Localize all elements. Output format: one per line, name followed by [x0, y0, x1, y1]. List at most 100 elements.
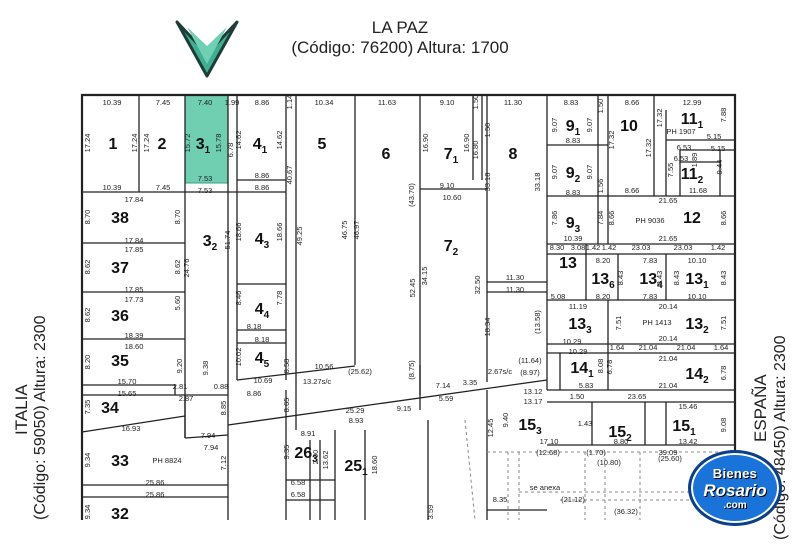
measure-label: 7.53 — [198, 174, 213, 183]
lot-37-label: 37 — [111, 260, 129, 277]
lot-13-label: 13 — [559, 255, 577, 272]
lot-9-3-label: 93 — [566, 215, 581, 235]
measure-label: 25.86 — [146, 490, 165, 499]
measure-label: 7.53 — [198, 186, 213, 195]
measure-label-vertical: 17.24 — [130, 134, 139, 153]
measure-label-vertical: 18.66 — [234, 223, 243, 242]
measure-label: 8.18 — [255, 335, 270, 344]
measure-label: 21.04 — [659, 381, 678, 390]
measure-label-vertical: 1.89 — [690, 153, 699, 168]
measure-label-vertical: 8.43 — [616, 271, 625, 286]
measure-label-vertical: 17.24 — [142, 134, 151, 153]
measure-label-vertical: 34.15 — [420, 267, 429, 286]
measure-label-vertical: 16.80 — [471, 141, 480, 160]
measure-label: 23.03 — [674, 243, 693, 252]
measure-label: 10.60 — [443, 193, 462, 202]
measure-label-vertical: 7.51 — [614, 316, 623, 331]
measure-label: se anexa — [530, 483, 561, 492]
lot-11-2-label: 112 — [681, 166, 704, 186]
measure-label: 10.29 — [563, 337, 582, 346]
measure-label-vertical: 17.32 — [644, 139, 653, 158]
measure-label-vertical: 1.50 — [596, 99, 605, 114]
lot-32-label: 32 — [111, 506, 129, 523]
lot-4-3-label: 43 — [255, 231, 270, 251]
measure-label-vertical: 32.50 — [473, 276, 482, 295]
measure-label-vertical: 7.86 — [550, 211, 559, 226]
measure-label-vertical: 14.62 — [234, 131, 243, 150]
measure-label: 23.03 — [632, 243, 651, 252]
measure-label-vertical: 9.40 — [501, 413, 510, 428]
measure-label: 5.15 — [707, 132, 722, 141]
lot-7-2-label: 72 — [444, 238, 459, 258]
measure-label: 1.50 — [570, 392, 585, 401]
measure-label: 3.08 — [571, 243, 586, 252]
logo-line-3: .com — [723, 500, 747, 511]
measure-label: 11.68 — [689, 186, 707, 195]
measure-label-vertical: 17.32 — [607, 131, 616, 150]
measure-label: 1.64 — [610, 343, 625, 352]
lot-13-6-label: 136 — [591, 271, 615, 291]
measure-label: 39.09 — [659, 448, 678, 457]
measure-label: 15.46 — [679, 402, 698, 411]
measure-label: 2.87 — [179, 394, 194, 403]
logo-line-1: Bienes — [712, 466, 758, 481]
lot-5-label: 5 — [318, 136, 327, 153]
measure-label-vertical: 12.45 — [486, 419, 495, 438]
measure-label: 10.39 — [564, 234, 583, 243]
lot-4-5-label: 45 — [255, 350, 270, 370]
lot-3-2-label: 32 — [203, 233, 218, 253]
measure-label: 17.10 — [540, 437, 559, 446]
measure-label: 8.91 — [301, 429, 316, 438]
measure-label-vertical: 8.20 — [83, 355, 92, 370]
lot-4-1-label: 41 — [253, 136, 268, 156]
measure-label-vertical: 16.90 — [462, 134, 471, 153]
measure-label: 23.65 — [628, 392, 647, 401]
measure-label: 17.85 — [125, 245, 144, 254]
measure-label: 21.65 — [659, 234, 678, 243]
measure-label-vertical: 14.62 — [275, 131, 284, 150]
measure-label-vertical: 8.58 — [282, 359, 291, 374]
lot-38-label: 38 — [111, 210, 129, 227]
measure-label: 15.70 — [118, 377, 137, 386]
measure-label: 9.10 — [440, 98, 455, 107]
measure-label: 21.65 — [659, 196, 678, 205]
measure-label-vertical: 17.24 — [83, 134, 92, 153]
measure-label-vertical: 8.62 — [173, 260, 182, 275]
measure-label-vertical: 18.34 — [483, 318, 492, 337]
measure-label-vertical: 6.78 — [226, 143, 235, 158]
measure-label: 8.80 — [614, 437, 629, 446]
measure-label: 21.04 — [659, 354, 678, 363]
lot-4-4-label: 44 — [255, 301, 270, 321]
measure-label-vertical: 8.43 — [655, 271, 664, 286]
measure-label: 13.12 — [524, 387, 543, 396]
measure-label: 8.20 — [596, 256, 611, 265]
bienes-rosario-logo[interactable]: Bienes Rosario .com — [688, 450, 782, 526]
measure-label: 8.30 — [550, 243, 565, 252]
measure-label: 8.66 — [625, 98, 640, 107]
measure-label: 11.30 — [504, 98, 522, 107]
measure-label: 7.83 — [643, 292, 658, 301]
measure-label-vertical: 9.08 — [719, 418, 728, 433]
measure-label: 21.04 — [677, 343, 696, 352]
measure-label: 13.42 — [679, 437, 698, 446]
measure-label-vertical: 9.07 — [585, 165, 594, 180]
measure-label-vertical: 15.78 — [214, 134, 223, 153]
measure-label: 13.27s/c — [303, 377, 332, 386]
measure-label: 6.53 — [677, 143, 692, 152]
lot-36-label: 36 — [111, 308, 129, 325]
measure-label: 10.29 — [569, 347, 588, 356]
measure-label: 9.15 — [397, 404, 412, 413]
measure-label-vertical: 8.66 — [719, 211, 728, 226]
measure-label-vertical: 9.38 — [201, 361, 210, 376]
measure-label-vertical: 40.67 — [285, 166, 294, 185]
lot-9-2-label: 92 — [566, 165, 581, 185]
measure-label: 7.45 — [156, 98, 171, 107]
measure-label-vertical: 1.50 — [471, 95, 480, 110]
measure-label: 18.39 — [125, 331, 144, 340]
measure-label: 17.85 — [125, 285, 144, 294]
highlighted-lot-3-1[interactable] — [184, 94, 229, 184]
measure-label: 7.40 — [198, 98, 213, 107]
measure-label-vertical: 8.85 — [219, 401, 228, 416]
